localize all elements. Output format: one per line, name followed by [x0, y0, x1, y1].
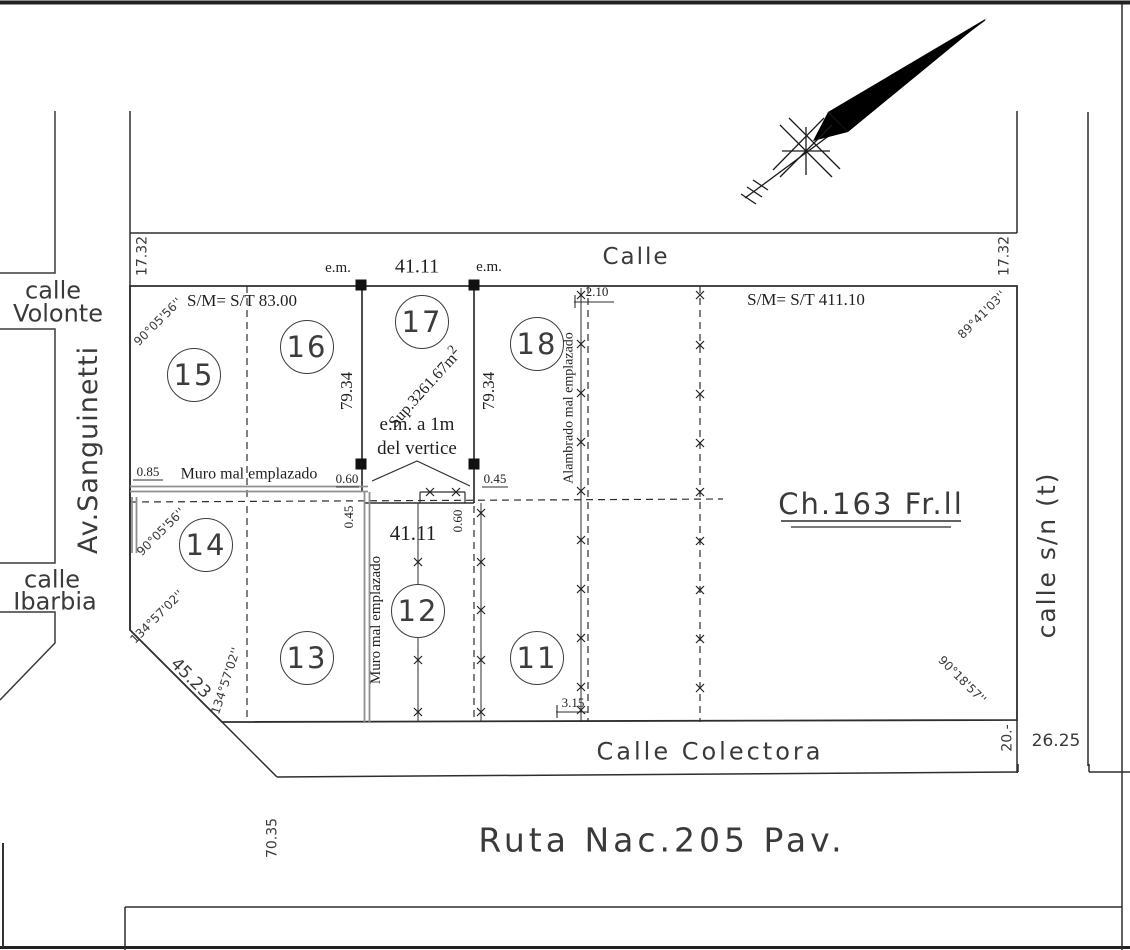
street-label-sanguinetti: Av.Sanguinetti — [72, 345, 104, 555]
street-label-ruta: Ruta Nac.205 Pav. — [478, 820, 846, 860]
lot-circle-13: 13 — [280, 631, 334, 685]
lot-circle-17: 17 — [395, 295, 449, 349]
dim-79-34-right: 79.34 — [479, 371, 499, 411]
lot-number: 11 — [516, 641, 558, 675]
lot-number: 15 — [173, 358, 215, 392]
dim-17-32-left: 17.32 — [134, 235, 151, 277]
note-em-vertex-line2: del vertice — [377, 438, 457, 460]
note-alambrado: Alambrado mal emplazado — [561, 332, 577, 484]
dim-3-15: 3.15 — [561, 695, 585, 711]
lot-number: 17 — [401, 305, 443, 339]
dim-26-25: 26.25 — [1031, 731, 1081, 752]
lot-number: 13 — [286, 641, 328, 675]
note-muro-vertical: Muro mal emplazado — [368, 555, 385, 685]
dim-70-35: 70.35 — [264, 817, 281, 859]
street-label-calle-sn: calle s/n (t) — [1031, 471, 1061, 639]
note-muro-horizontal: Muro mal emplazado — [180, 465, 318, 483]
lot-circle-12: 12 — [391, 584, 445, 638]
dim-41-11-top: 41.11 — [394, 255, 440, 278]
north-arrow-icon — [740, 18, 987, 205]
lot-number: 14 — [185, 528, 227, 562]
lot-number: 12 — [397, 594, 439, 628]
sm-st-left: S/M= S/T 83.00 — [187, 291, 297, 311]
parcel-label-ch163: Ch.163 Fr.ll — [778, 486, 964, 521]
street-label-volonte-line2: Volonte — [13, 299, 103, 328]
lot-circle-11: 11 — [510, 631, 564, 685]
note-em-left: e.m. — [325, 260, 351, 277]
street-label-ibarbia-line1: calle — [23, 565, 81, 594]
street-label-ibarbia-line2: Ibarbia — [13, 587, 97, 616]
lot-circle-14: 14 — [179, 518, 233, 572]
note-em-vertex-line1: e.m. a 1m — [379, 414, 455, 436]
lot-circle-16: 16 — [280, 320, 334, 374]
dim-2-10: 2.10 — [585, 284, 609, 300]
street-label-calle-top: Calle — [602, 243, 670, 270]
dim-17-32-right: 17.32 — [996, 235, 1013, 277]
dim-41-11-mid: 41.11 — [389, 520, 437, 545]
dim-0-45-a: 0.45 — [341, 505, 357, 529]
dim-0-45-b: 0.45 — [483, 471, 507, 487]
lot-number: 16 — [286, 330, 328, 364]
dim-0-60-b: 0.60 — [450, 509, 466, 533]
street-label-volonte-line1: calle — [24, 276, 82, 305]
dim-0-60-a: 0.60 — [335, 471, 359, 487]
lot-circle-15: 15 — [167, 348, 221, 402]
dim-20: 20.- — [999, 724, 1016, 752]
lot-circle-18: 18 — [510, 317, 564, 371]
lot-number: 18 — [516, 327, 558, 361]
dim-79-34-left: 79.34 — [337, 371, 357, 411]
street-label-colectora: Calle Colectora — [596, 737, 824, 766]
dim-0-85: 0.85 — [136, 464, 160, 480]
sm-st-right: S/M= S/T 411.10 — [747, 290, 865, 310]
note-em-right: e.m. — [476, 259, 502, 276]
